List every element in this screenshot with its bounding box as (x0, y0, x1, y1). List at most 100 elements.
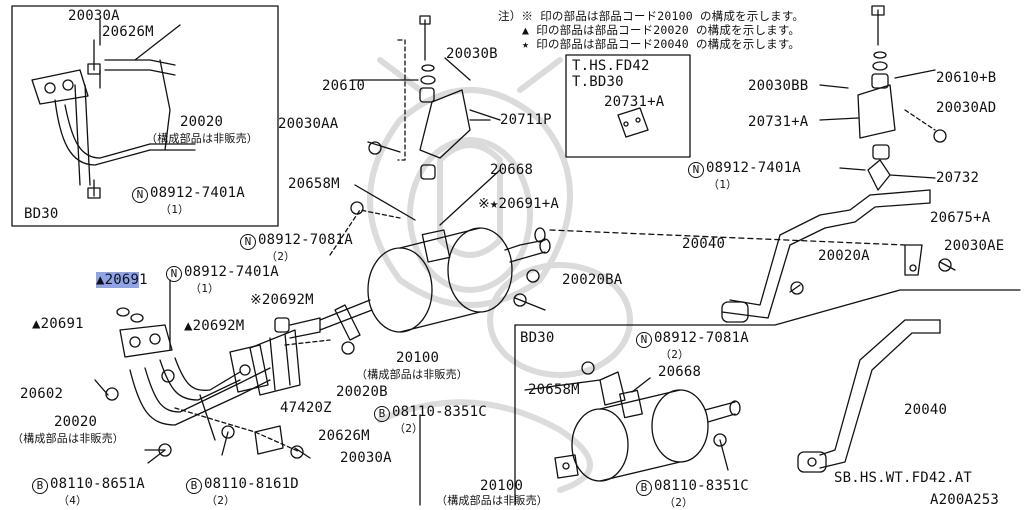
note-line-2: ▲ 印の部品は部品コード20020 の構成を示します。 (522, 23, 801, 37)
gasket-icon (116, 307, 144, 323)
n-symbol-icon: N (240, 234, 256, 250)
label-20691-highlighted[interactable]: ▲20691 (96, 272, 148, 288)
qty-2-e: （2） (664, 496, 694, 509)
label-20020BA: 20020BA (562, 272, 623, 288)
label-20040-b: 20040 (904, 402, 948, 418)
watermark-icon (367, 57, 633, 493)
exhaust-pipe-icon (119, 324, 271, 426)
label-20610: 20610 (322, 78, 366, 94)
label-20711P: 20711P (500, 112, 552, 128)
qty-2-d: （2） (660, 348, 690, 361)
b-symbol-icon: B (636, 480, 652, 496)
not-for-sale-note-4: （構成部品は非販売） (436, 494, 548, 507)
muffler-icon (554, 389, 741, 482)
b-symbol-icon: B (186, 478, 202, 494)
label-47420Z: 47420Z (280, 400, 332, 416)
b-symbol-icon: B (374, 406, 390, 422)
label-20626M: 20626M (318, 428, 370, 444)
variant-box-line-2: T.BD30 (572, 74, 624, 90)
part-number: 08912-7081A (654, 330, 749, 346)
qty-2-c: （2） (206, 494, 236, 507)
label-20020B: 20020B (336, 384, 388, 400)
label-20020A: 20020A (818, 248, 870, 264)
label-20610B: 20610+B (936, 70, 997, 86)
label-20691-tri: ▲20691 (32, 316, 84, 332)
part-number: 08912-7081A (258, 232, 353, 248)
part-number: 08110-8161D (204, 476, 299, 492)
bolt-icon (87, 39, 101, 199)
not-for-sale-note-1: （構成部品は非販売） (146, 132, 258, 145)
label-20030A-low: 20030A (340, 450, 392, 466)
highlighted-part-number[interactable]: ▲2069 (96, 272, 140, 288)
label-20100: 20100 (396, 350, 440, 366)
label-20030B: 20030B (446, 46, 498, 62)
qty-1-top: （1） (160, 203, 190, 216)
label-20692M-star: ※20692M (250, 292, 314, 308)
label-20732: 20732 (936, 170, 980, 186)
part-number: 08912-7401A (706, 160, 801, 176)
bolt-icon (581, 361, 729, 471)
qty-4: （4） (58, 494, 88, 507)
label-20731A-box: 20731+A (604, 94, 665, 110)
variant-tag-bd30-top: BD30 (24, 206, 59, 222)
n-symbol-icon: N (688, 162, 704, 178)
label-20658M-b: 20658M (528, 382, 580, 398)
gasket-icon (31, 69, 89, 105)
qty-2-b: （2） (394, 422, 424, 435)
n-symbol-icon: N (132, 187, 148, 203)
not-for-sale-note-2: （構成部品は非販売） (356, 368, 468, 381)
variant-box-line-1: T.HS.FD42 (572, 58, 650, 74)
label-20602: 20602 (20, 386, 64, 402)
not-for-sale-note-3: （構成部品は非販売） (12, 432, 124, 445)
part-number: 08912-7401A (184, 264, 279, 280)
exhaust-pipe-icon (797, 319, 941, 473)
rubber-mount-icon (857, 5, 947, 191)
label-20626M-top: 20626M (102, 24, 154, 40)
label-20030AA: 20030AA (278, 116, 339, 132)
exhaust-pipe-icon (54, 59, 196, 186)
variant-tag-bd30-bottom: BD30 (520, 330, 555, 346)
part-number: 08110-8651A (50, 476, 145, 492)
rubber-mount-icon (397, 15, 436, 180)
bracket-icon (599, 371, 626, 406)
part-number: 08912-7401A (150, 185, 245, 201)
qty-1-mid: （1） (190, 282, 220, 295)
label-20040: 20040 (682, 236, 726, 252)
exhaust-pipe-icon (721, 189, 931, 323)
label-20100-b: 20100 (480, 478, 524, 494)
label-20731A: 20731+A (748, 114, 809, 130)
label-20691A: ※★20691+A (478, 196, 559, 212)
rubber-mount-icon (249, 317, 301, 396)
bracket-icon (419, 89, 501, 159)
part-number-tail: 1 (139, 272, 148, 288)
label-20030A: 20030A (68, 8, 120, 24)
label-20658M: 20658M (288, 176, 340, 192)
bracket-icon (617, 107, 649, 138)
note-line-1: 注）※ 印の部品は部品コード20100 の構成を示します。 (498, 9, 805, 23)
label-20668: 20668 (490, 162, 534, 178)
note-line-3: ★ 印の部品は部品コード20040 の構成を示します。 (522, 37, 801, 51)
part-number: 08110-8351C (654, 478, 749, 494)
n-symbol-icon: N (166, 266, 182, 282)
figure-code: A200A253 (930, 492, 1000, 508)
b-symbol-icon: B (32, 478, 48, 494)
muffler-icon (289, 227, 551, 341)
label-20020: 20020 (54, 414, 98, 430)
part-number: 08110-8351C (392, 404, 487, 420)
bracket-icon (904, 244, 956, 276)
bolt-icon (367, 141, 401, 155)
variant-box-frame (565, 54, 691, 158)
gasket-icon (534, 227, 546, 243)
qty-1-right: （1） (708, 178, 738, 191)
qty-2-a: （2） (266, 250, 296, 263)
